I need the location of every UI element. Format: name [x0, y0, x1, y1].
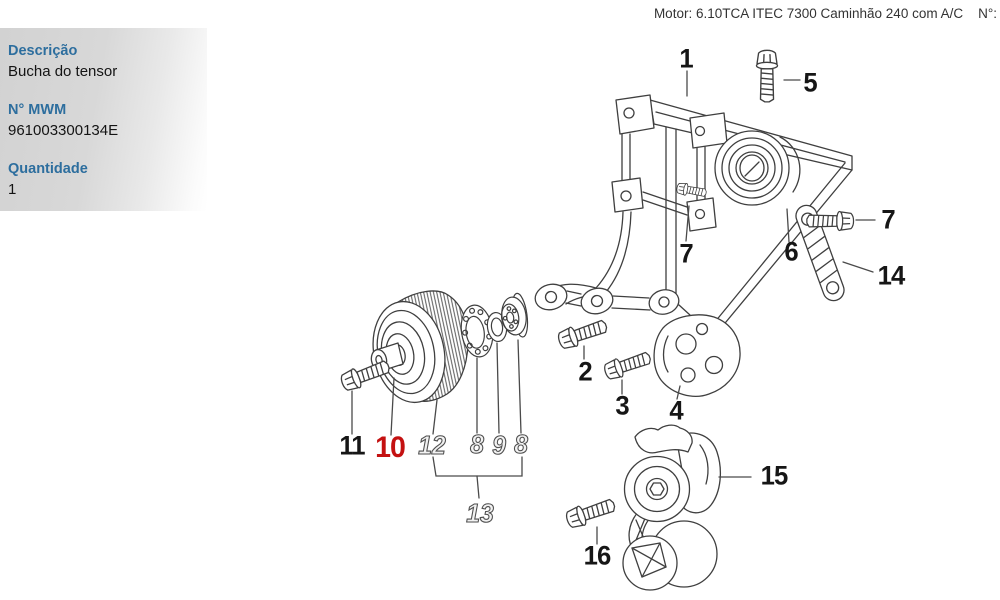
callout-8-second[interactable]: 8 — [514, 429, 529, 459]
engine-motor-text: Motor: 6.10TCA ITEC 7300 Caminhão 240 co… — [653, 6, 964, 21]
field-numero-mwm-value: 961003300134E — [8, 122, 119, 139]
callout-7-right[interactable]: 7 — [881, 204, 895, 235]
field-quantidade-label: Quantidade — [8, 161, 88, 177]
hub-flange-drawing — [500, 292, 529, 338]
callout-6[interactable]: 6 — [784, 236, 798, 267]
field-numero-mwm: N° MWM 961003300134E — [8, 102, 207, 139]
callout-15[interactable]: 15 — [760, 460, 789, 491]
callout-7-center[interactable]: 7 — [679, 238, 693, 269]
callout-9[interactable]: 9 — [492, 430, 507, 460]
callout-4[interactable]: 4 — [669, 395, 683, 426]
callout-16[interactable]: 16 — [583, 540, 612, 571]
field-quantidade: Quantidade 1 — [8, 161, 207, 198]
callout-5[interactable]: 5 — [803, 67, 817, 98]
callout-12[interactable]: 12 — [418, 430, 447, 460]
callout-8-first[interactable]: 8 — [470, 429, 485, 459]
callout-13[interactable]: 13 — [466, 498, 495, 528]
field-descricao-value: Bucha do tensor — [8, 63, 118, 80]
bracket-drawing — [534, 94, 853, 397]
field-numero-mwm-label: N° MWM — [8, 102, 67, 118]
callout-2[interactable]: 2 — [578, 356, 592, 387]
bolt-3-drawing — [601, 347, 654, 383]
callout-14[interactable]: 14 — [877, 260, 906, 291]
callout-3[interactable]: 3 — [615, 390, 629, 421]
pulley-drawing — [370, 290, 469, 404]
field-descricao-label: Descrição — [8, 43, 78, 59]
part-info-panel: Descrição Bucha do tensor N° MWM 9610033… — [0, 28, 207, 211]
bolt-5-drawing — [755, 49, 779, 103]
bolt-2-drawing — [555, 315, 610, 352]
leader-lines — [351, 70, 876, 545]
callout-10-highlighted[interactable]: 10 — [375, 431, 406, 464]
field-quantidade-value: 1 — [8, 181, 17, 198]
engine-header: Motor: 6.10TCA ITEC 7300 Caminhão 240 co… — [654, 6, 997, 21]
tensioner-drawing — [622, 424, 722, 591]
bearing-drawing — [460, 304, 494, 358]
engine-number-label: N°: — [978, 6, 997, 21]
bolt-11-drawing — [338, 355, 393, 394]
bolt-16-drawing — [563, 494, 618, 531]
callout-1[interactable]: 1 — [679, 43, 693, 74]
field-descricao: Descrição Bucha do tensor — [8, 43, 207, 80]
callout-11[interactable]: 11 — [339, 430, 365, 461]
